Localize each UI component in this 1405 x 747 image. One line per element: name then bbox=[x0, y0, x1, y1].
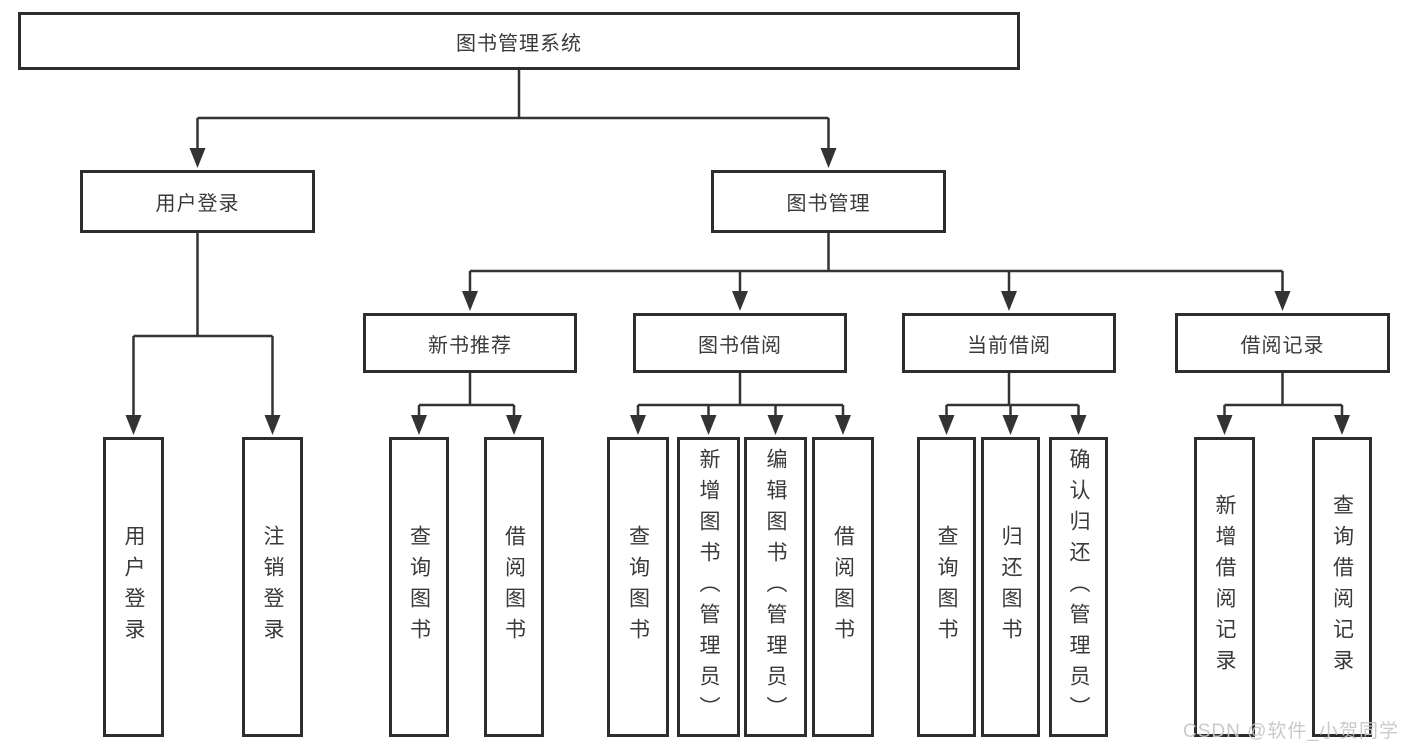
node-current-borrowing-label: 当前借阅 bbox=[967, 334, 1051, 357]
node-add-books-admin-label: 新增图书（管理员） bbox=[697, 447, 720, 727]
arrowhead bbox=[189, 148, 206, 168]
arrowhead bbox=[732, 291, 748, 311]
connector-book-management bbox=[462, 233, 1291, 311]
arrowhead bbox=[264, 415, 281, 435]
node-query-borrow-record-label: 查询借阅记录 bbox=[1330, 494, 1354, 680]
node-add-borrow-record-label: 新增借阅记录 bbox=[1213, 494, 1236, 680]
arrowhead bbox=[462, 291, 478, 311]
arrowhead bbox=[1334, 415, 1350, 435]
watermark: CSDN @软件_小贺同学 bbox=[1183, 721, 1399, 742]
node-return-books-label: 归还图书 bbox=[999, 525, 1022, 649]
node-borrowing-records: 借阅记录 bbox=[1175, 313, 1390, 373]
node-query-books-current: 查询图书 bbox=[917, 437, 976, 737]
arrowhead bbox=[1274, 291, 1291, 311]
connector-root bbox=[189, 70, 837, 168]
node-book-management-label: 图书管理 bbox=[786, 193, 871, 215]
node-current-borrowing: 当前借阅 bbox=[902, 313, 1116, 373]
node-new-book-recommend: 新书推荐 bbox=[363, 313, 577, 373]
node-logout-label: 注销登录 bbox=[261, 525, 284, 649]
node-edit-books-admin: 编辑图书（管理员） bbox=[744, 437, 807, 737]
arrowhead bbox=[506, 415, 522, 435]
node-query-borrow-record: 查询借阅记录 bbox=[1312, 437, 1372, 737]
node-borrowing-records-label: 借阅记录 bbox=[1240, 334, 1325, 357]
arrowhead bbox=[767, 415, 784, 435]
node-confirm-return-admin: 确认归还（管理员） bbox=[1049, 437, 1108, 737]
node-borrow-books-recommend: 借阅图书 bbox=[484, 437, 544, 737]
node-book-borrowing-label: 图书借阅 bbox=[698, 334, 782, 357]
arrowhead bbox=[835, 415, 851, 435]
node-edit-books-admin-label: 编辑图书（管理员） bbox=[764, 447, 787, 727]
node-user-login: 用户登录 bbox=[80, 170, 315, 233]
arrowhead bbox=[411, 415, 427, 435]
node-query-books-recommend-label: 查询图书 bbox=[407, 525, 431, 649]
node-return-books: 归还图书 bbox=[981, 437, 1040, 737]
connector-new-book-recommend bbox=[411, 373, 522, 435]
node-borrow-books-borrowing-label: 借阅图书 bbox=[831, 525, 855, 649]
arrowhead bbox=[700, 415, 717, 435]
node-logout: 注销登录 bbox=[242, 437, 303, 737]
node-borrow-books-borrowing: 借阅图书 bbox=[812, 437, 874, 737]
connector-current-borrowing bbox=[938, 373, 1087, 435]
arrowhead bbox=[1216, 415, 1233, 435]
node-new-book-recommend-label: 新书推荐 bbox=[428, 334, 512, 357]
connector-user-login bbox=[125, 233, 281, 435]
arrowhead bbox=[1070, 415, 1087, 435]
node-root-label: 图书管理系统 bbox=[456, 32, 582, 55]
arrowhead bbox=[630, 415, 646, 435]
node-borrow-books-recommend-label: 借阅图书 bbox=[502, 525, 526, 649]
node-user-login-label: 用户登录 bbox=[155, 193, 240, 215]
arrowhead bbox=[820, 148, 837, 168]
node-user-login-leaf-label: 用户登录 bbox=[122, 525, 145, 649]
node-root: 图书管理系统 bbox=[18, 12, 1020, 70]
node-book-management: 图书管理 bbox=[711, 170, 946, 233]
connector-borrowing-records bbox=[1216, 373, 1350, 435]
node-user-login-leaf: 用户登录 bbox=[103, 437, 164, 737]
node-query-books-current-label: 查询图书 bbox=[935, 525, 958, 649]
connector-book-borrowing bbox=[630, 373, 851, 435]
arrowhead bbox=[1001, 291, 1017, 311]
node-add-borrow-record: 新增借阅记录 bbox=[1194, 437, 1255, 737]
node-query-books-borrowing: 查询图书 bbox=[607, 437, 669, 737]
arrowhead bbox=[938, 415, 955, 435]
node-query-books-borrowing-label: 查询图书 bbox=[626, 525, 650, 649]
arrowhead bbox=[125, 415, 142, 435]
node-add-books-admin: 新增图书（管理员） bbox=[677, 437, 740, 737]
node-query-books-recommend: 查询图书 bbox=[389, 437, 449, 737]
arrowhead bbox=[1002, 415, 1019, 435]
node-book-borrowing: 图书借阅 bbox=[633, 313, 847, 373]
node-confirm-return-admin-label: 确认归还（管理员） bbox=[1067, 447, 1090, 727]
